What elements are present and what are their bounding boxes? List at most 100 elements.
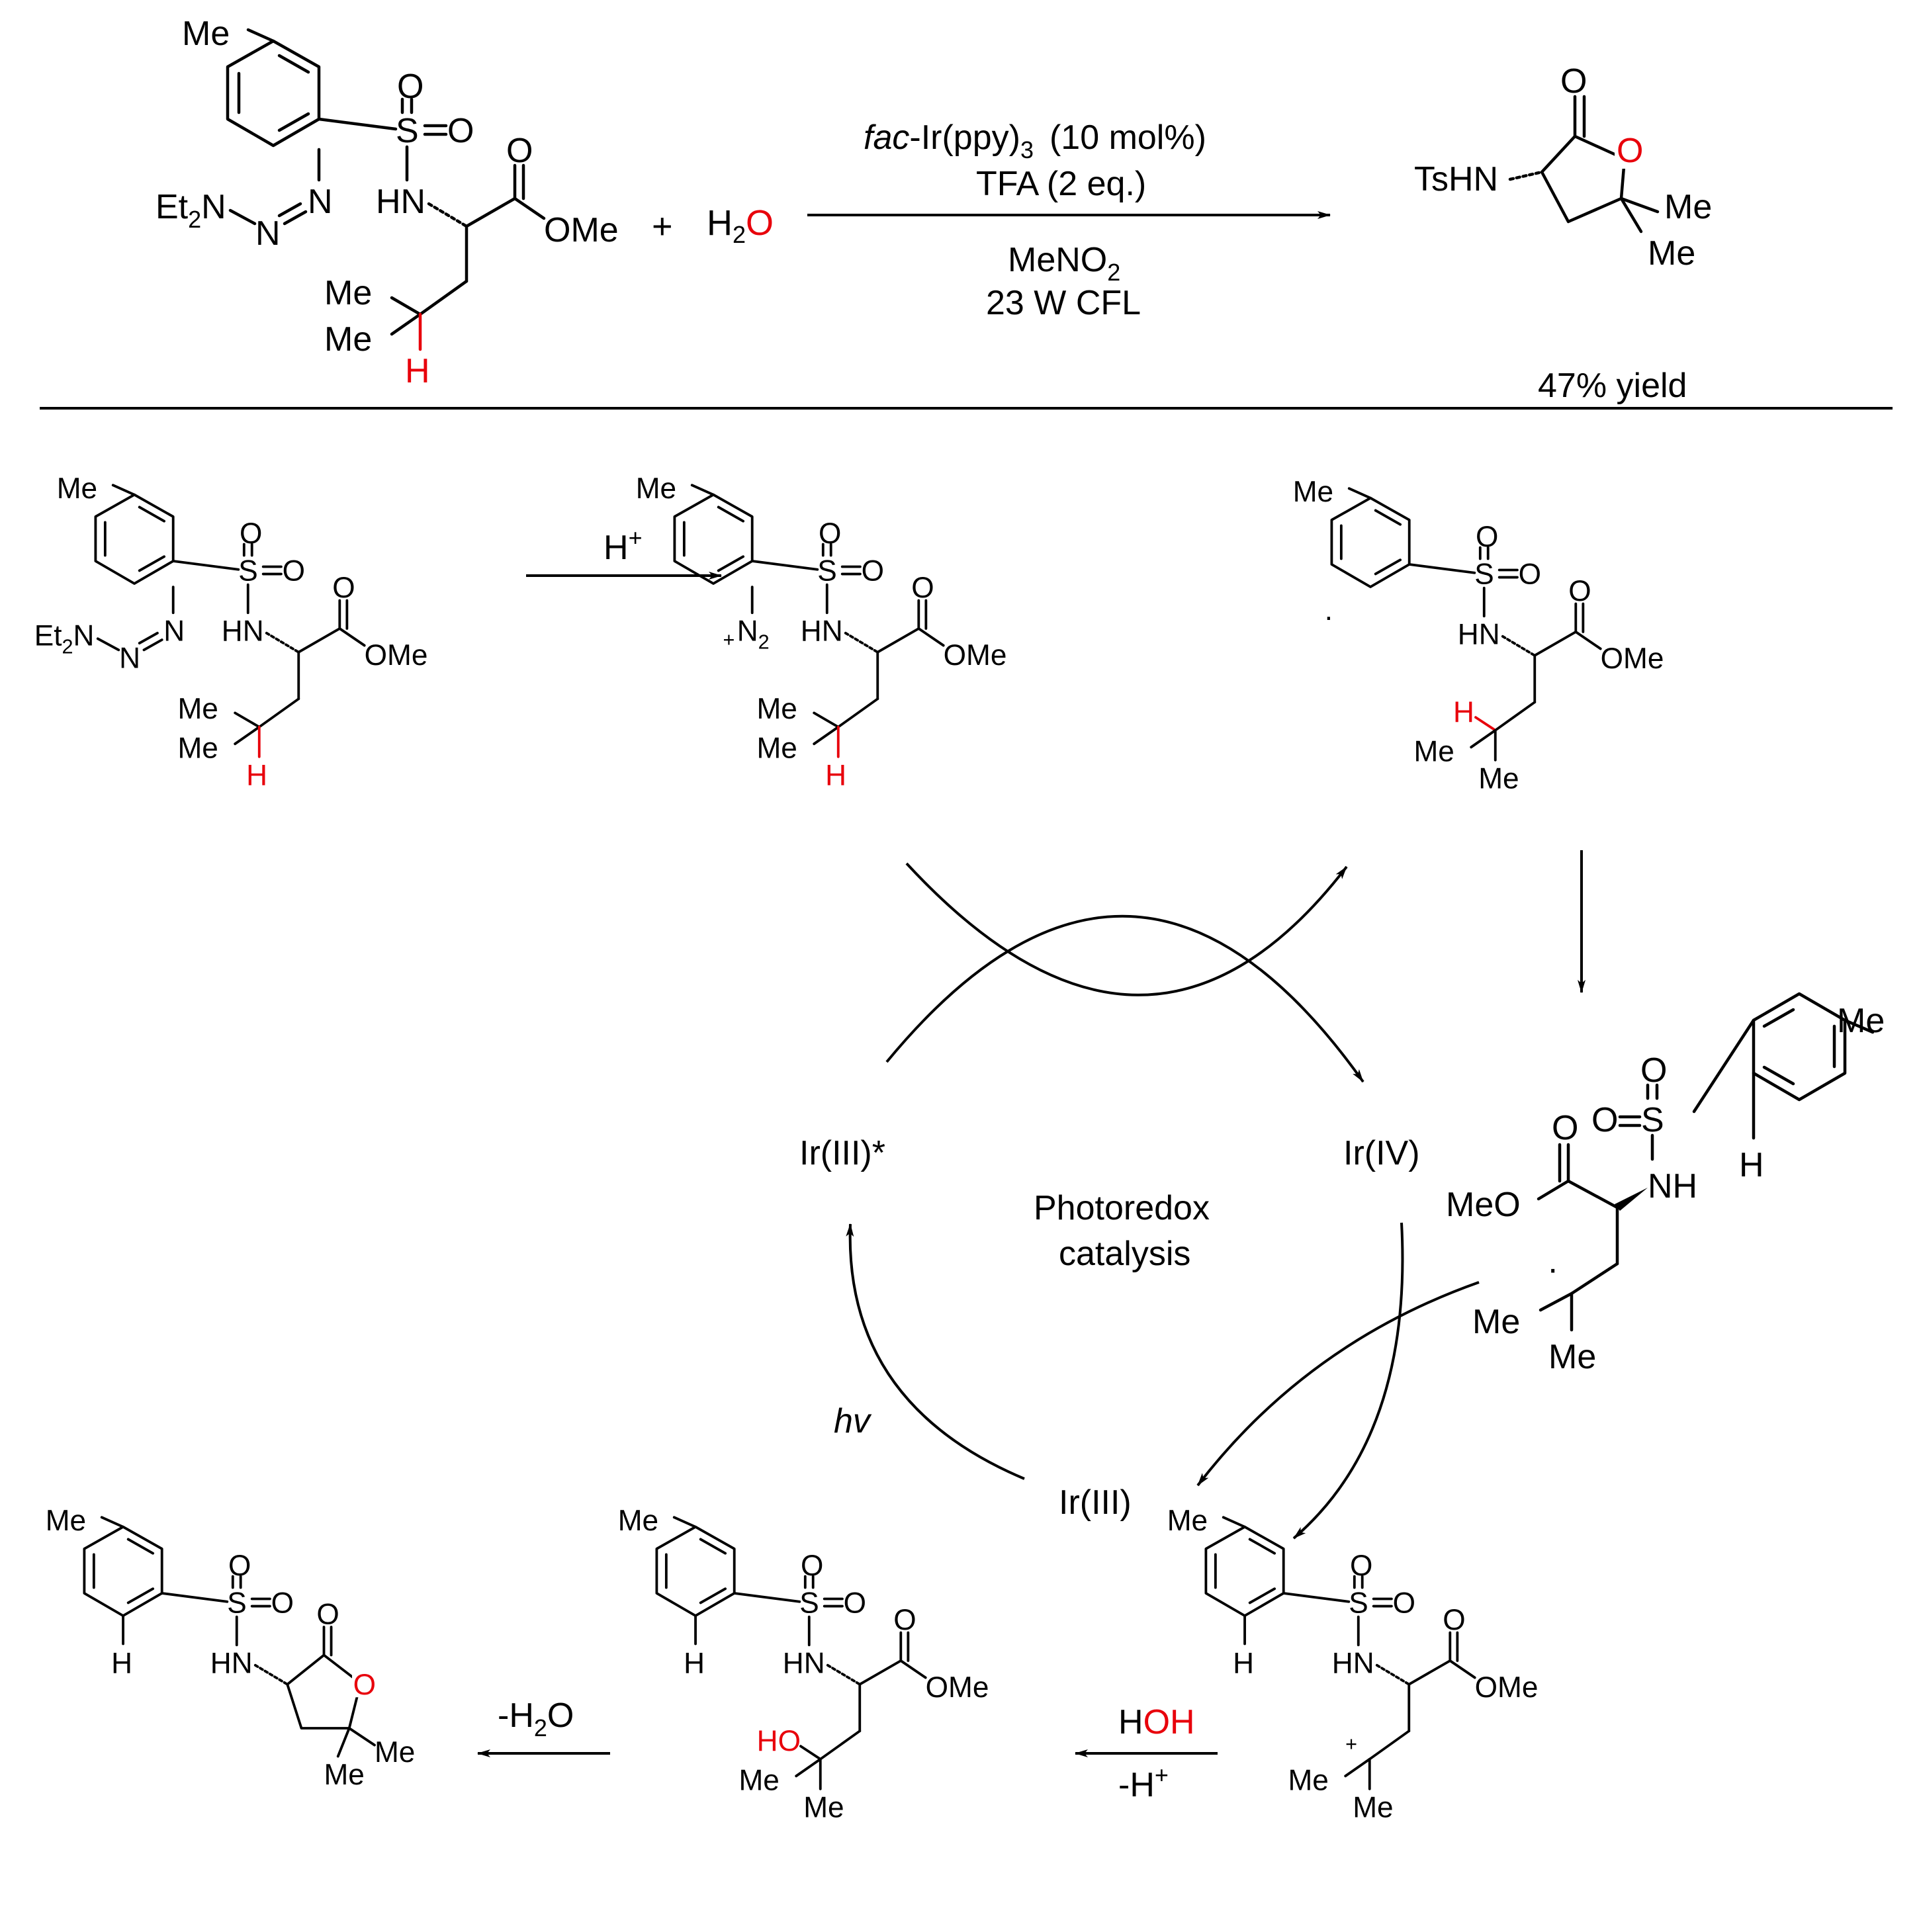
meo-label: MeO [1446,1186,1521,1224]
sulfur-label: S [799,1587,819,1620]
ome-label: OMe [544,211,619,249]
mechanism-lactone-product: Me H S O O HN O O Me Me [46,1505,416,1791]
aryl-radical-dot: · [1324,601,1334,633]
nh-label: HN [783,1647,825,1680]
mechanism-diazonium: Me S O O HN O OMe Me Me H + N2 [636,472,1007,791]
methyl-label: Me [1548,1338,1596,1376]
reactive-hydrogen-label: H [246,759,267,791]
oxygen-label: O [240,517,262,550]
ome-label: OMe [1601,642,1664,675]
oxygen-label: O [1393,1587,1415,1620]
oxygen-label: O [801,1550,823,1582]
oxidation-arrow [885,914,1364,1083]
reactive-hydrogen-label: H [825,759,846,791]
cation-charge: + [1345,1733,1357,1755]
oxygen-label: O [862,555,884,588]
ground-catalyst-label: Ir(III) [1059,1483,1132,1522]
mechanism-aryl-radical: Me S O O HN O OMe H Me Me · [1293,476,1664,795]
methyl-label: Me [324,274,372,312]
light-source-label: 23 W CFL [986,284,1141,322]
diazonium-label: N2 [737,615,770,654]
oxygen-label: O [844,1587,866,1620]
reactive-hydrogen-label: H [405,352,430,390]
excitation-arrow [846,1223,1025,1480]
methyl-label: Me [757,732,797,765]
oxygen-label: O [1350,1550,1372,1582]
ome-label: OMe [365,639,428,672]
methyl-label: Me [1472,1303,1520,1341]
ome-label: OMe [944,639,1007,672]
mechanism-alcohol: Me H S O O HN O OMe HO Me Me [618,1505,989,1824]
oxygen-label: O [1443,1604,1465,1636]
oxygen-label: O [1519,558,1541,591]
methyl-label: Me [178,732,218,765]
excited-catalyst-label: Ir(III)* [799,1134,885,1172]
oxygen-label: O [506,132,533,170]
methyl-label: Me [1648,234,1695,273]
nitrogen-label: N [255,214,281,253]
oxygen-label: O [283,555,305,588]
nh-label: HN [210,1647,253,1680]
nh-label: HN [376,183,425,221]
oxygen-label: O [819,517,841,550]
alkyl-radical-dot: · [1547,1250,1558,1288]
ortho-hydrogen-label: H [1233,1647,1254,1680]
ortho-hydrogen-label: H [684,1647,705,1680]
cycle-label-line1: Photoredox [1034,1189,1210,1227]
oxygen-label: O [893,1604,916,1636]
mechanism-carbocation: Me H S O O HN O OMe + Me Me [1167,1505,1539,1824]
nh-label: HN [1458,619,1500,651]
nh-label: HN [801,615,843,648]
cation-charge: + [723,629,735,651]
reaction-conditions: fac-Ir(ppy)3(10 mol%) TFA (2 eq.) MeNO2 … [864,118,1206,322]
hydroxyl-label: HO [757,1725,801,1757]
oxygen-label: O [447,112,474,150]
oxygen-label: O [397,67,424,106]
oxygen-label: O [332,572,355,604]
water-reagent: H2O [707,203,774,248]
cycle-label-line2: catalysis [1059,1235,1190,1273]
oxygen-label: O [228,1550,251,1582]
ome-label: OMe [926,1671,989,1704]
sulfur-label: S [1474,558,1494,591]
oxygen-label: O [1591,1101,1618,1139]
plus-sign: + [652,206,673,246]
ring-oxygen-label: O [1617,132,1643,170]
product-lactone: TsHN O O Me Me [1414,62,1712,273]
tshn-label: TsHN [1414,160,1498,198]
nh-label: NH [1648,1167,1697,1206]
sulfur-label: S [817,555,836,588]
methyl-label: Me [739,1765,780,1797]
methyl-label: Me [1478,762,1519,795]
oxidized-catalyst-label: Ir(IV) [1343,1134,1420,1172]
hydration-byproduct: -H+ [1118,1761,1169,1804]
methyl-label: Me [618,1505,658,1537]
methyl-label: Me [1293,476,1333,508]
sulfur-label: S [227,1587,246,1620]
oxygen-label: O [911,572,934,604]
reactive-hydrogen-label: H [1453,696,1474,728]
oxygen-label: O [1476,521,1498,553]
methyl-label: Me [1167,1505,1208,1537]
sulfur-label: S [1349,1587,1368,1620]
methyl-label: Me [757,693,797,725]
methyl-label: Me [57,472,97,505]
reduction-arrow [1196,1281,1480,1487]
oxygen-label: O [1640,1051,1667,1090]
solvent-label: MeNO2 [1008,241,1120,286]
ortho-hydrogen-label: H [111,1647,132,1680]
light-label: hv [834,1402,872,1440]
methyl-label: Me [1664,188,1712,226]
protonation-reagent: H+ [603,524,643,567]
photoredox-cycle: Ir(III)* Ir(IV) Ir(III) Photoredox catal… [799,862,1480,1540]
oxygen-label: O [271,1587,294,1620]
ring-oxygen-label: O [353,1669,376,1701]
oxidation-to-cation-arrow [1292,1222,1404,1540]
methyl-label: Me [324,320,372,359]
carbonyl-oxygen-label: O [316,1599,339,1631]
nh-label: HN [1332,1647,1374,1680]
diethylamino-label: Et2N [156,188,226,233]
oxygen-label: O [1568,575,1591,607]
oxygen-label: O [1552,1109,1578,1147]
